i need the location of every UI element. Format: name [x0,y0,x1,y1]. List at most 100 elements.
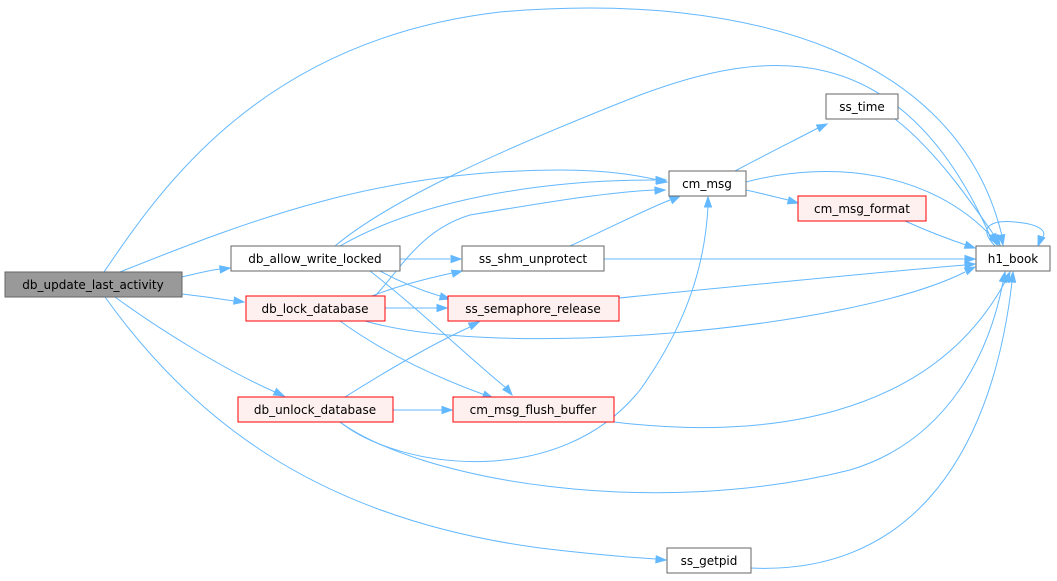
node-db-unlock-database[interactable]: db_unlock_database [237,396,394,423]
arrowhead [441,405,454,415]
edge-line [339,281,1004,494]
arrowhead [467,321,481,331]
edge-shm-h1book [604,254,977,264]
node-cm-msg[interactable]: cm_msg [668,170,747,197]
edge-line [904,220,967,246]
node-cm-msg-format[interactable]: cm_msg_format [797,195,927,222]
edge-line [339,179,656,247]
edge-flush-h1book [613,270,1011,429]
node-label: cm_msg_format [814,202,910,216]
arrowhead [1007,270,1017,283]
edge-line [369,270,506,388]
arrowhead [1001,270,1011,284]
arrowhead [991,233,1001,247]
edge-allow-shm [400,254,463,264]
node-ss-semaphore-release[interactable]: ss_semaphore_release [447,295,620,322]
node-h1-book[interactable]: h1_book [975,245,1051,272]
edge-allow-sem [379,270,452,301]
edge-shm-cmmsg [569,195,682,247]
arrowhead [233,296,246,305]
arrowhead [272,387,286,397]
arrowhead [997,233,1006,247]
arrowhead [815,123,829,133]
edge-lock-flush [339,320,495,399]
edge-update-h1book-top [103,7,1006,273]
node-label: ss_semaphore_release [465,302,601,316]
arrowhead [450,269,464,278]
edge-line [613,281,1006,429]
node-label: ss_shm_unprotect [479,252,588,266]
node-db-update-last-activity[interactable]: db_update_last_activity [4,271,183,298]
arrowhead [963,240,977,249]
edge-allow-cmmsg [339,175,668,247]
edge-line [119,169,659,273]
edge-line [114,296,276,393]
edge-line [750,281,1013,569]
edge-lock-h1book [364,266,977,340]
arrowhead [436,303,449,313]
node-ss-time[interactable]: ss_time [825,93,899,120]
edge-line [379,270,441,297]
edge-sem-h1book [618,260,977,299]
node-label: db_lock_database [261,302,368,316]
edge-unlock-flush [393,405,454,415]
edge-update-allowwrite [181,265,232,278]
node-db-allow-write-locked[interactable]: db_allow_write_locked [230,245,401,272]
node-label: db_update_last_activity [22,278,163,292]
node-label: h1_book [988,252,1039,266]
arrowhead [963,266,977,276]
edge-line [339,206,709,462]
edge-line [734,127,819,172]
edge-line [334,65,991,247]
arrowhead [964,260,977,270]
arrowhead [964,254,977,264]
edge-update-getpid [104,296,668,564]
edge-unlock-cmmsg [339,195,713,462]
edge-allow-flush [369,270,513,397]
arrowhead [1037,234,1046,248]
arrowhead [450,254,463,264]
edge-format-h1book [904,220,977,249]
node-label: ss_getpid [681,554,738,568]
arrowhead [438,292,452,301]
edge-line [894,118,997,239]
edge-line [618,264,966,299]
edge-unlock-sem [344,321,481,398]
edge-lock-shm [371,269,464,297]
node-cm-msg-flush-buffer[interactable]: cm_msg_flush_buffer [452,396,615,423]
edge-line [569,199,671,247]
edge-line [344,326,471,398]
edge-line [364,271,966,340]
node-db-lock-database[interactable]: db_lock_database [245,295,386,322]
edge-cmmsg-format [745,189,800,205]
edge-lock-cmmsg [374,186,667,297]
edge-line [181,293,235,302]
arrowhead [668,195,682,205]
arrowhead [219,265,232,274]
edge-lock-sem [384,303,449,313]
arrowhead [654,186,667,195]
edge-line [745,171,994,239]
edge-sstime-h1book [894,118,1001,247]
edge-line [103,7,1003,273]
node-label: cm_msg [682,177,732,191]
edge-cmmsg-sstime [734,123,829,172]
node-label: db_allow_write_locked [248,252,381,266]
node-ss-getpid[interactable]: ss_getpid [666,547,752,574]
arrowhead [703,195,713,208]
edge-line [374,189,656,297]
edge-line [371,272,453,297]
arrowhead [655,555,668,564]
node-label: ss_time [839,100,885,114]
edge-update-lock [181,293,246,305]
arrowhead [786,196,800,205]
edge-h1book-self [986,221,1046,248]
edge-line [104,296,657,560]
edge-line [181,268,221,278]
node-label: db_unlock_database [254,403,376,417]
node-ss-shm-unprotect[interactable]: ss_shm_unprotect [461,245,605,272]
call-edges [103,7,1046,569]
edge-line [986,221,1045,247]
arrowhead [655,175,668,185]
